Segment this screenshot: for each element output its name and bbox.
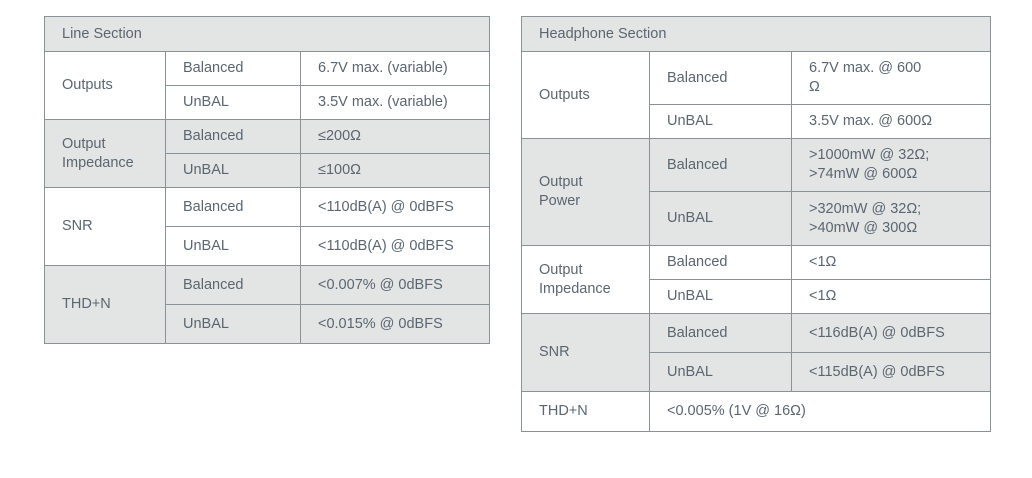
table-row: UnBAL <110dB(A) @ 0dBFS xyxy=(45,226,491,266)
table-row: UnBAL <115dB(A) @ 0dBFS xyxy=(522,352,992,392)
hp-power-unbal-value-1: >320mW @ 32Ω; xyxy=(809,200,922,217)
table-row: UnBAL <0.015% @ 0dBFS xyxy=(45,304,491,344)
line-impedance-unbal-label: UnBAL xyxy=(165,153,301,188)
hp-thd-value: <0.005% (1V @ 16Ω) xyxy=(648,391,992,432)
hp-impedance-balanced-label: Balanced xyxy=(649,245,792,280)
hp-snr-balanced-value: <116dB(A) @ 0dBFS xyxy=(790,313,992,353)
line-snr-balanced-value: <110dB(A) @ 0dBFS xyxy=(299,187,491,227)
line-section-title: Line Section xyxy=(43,16,491,52)
hp-power-unbal-value-2: >40mW @ 300Ω xyxy=(809,219,918,236)
table-row: UnBAL ≤100Ω xyxy=(45,153,491,188)
table-row: THD+N <0.005% (1V @ 16Ω) xyxy=(521,391,992,432)
line-thd-balanced-value: <0.007% @ 0dBFS xyxy=(299,265,491,305)
line-impedance-label-2: Impedance xyxy=(62,154,134,171)
headphone-section-table: Headphone Section Outputs Balanced 6.7V … xyxy=(520,16,992,432)
hp-snr-unbal-label: UnBAL xyxy=(649,352,792,392)
line-snr-balanced-label: Balanced xyxy=(165,187,301,227)
table-row: SNR Balanced <110dB(A) @ 0dBFS xyxy=(44,187,491,266)
hp-impedance-balanced-value: <1Ω xyxy=(790,245,992,280)
table-row: THD+N Balanced <0.007% @ 0dBFS xyxy=(44,265,491,344)
hp-outputs-label: Outputs xyxy=(521,51,650,139)
line-snr-unbal-label: UnBAL xyxy=(165,226,301,266)
line-impedance-label-1: Output xyxy=(62,135,106,152)
hp-power-balanced-value-2: >74mW @ 600Ω xyxy=(809,166,918,182)
line-outputs-balanced-value: 6.7V max. (variable) xyxy=(299,51,491,86)
line-section-table: Line Section Outputs Balanced 6.7V max. … xyxy=(43,16,491,344)
hp-outputs-unbal-value: 3.5V max. @ 600Ω xyxy=(790,104,992,139)
headphone-section-title: Headphone Section xyxy=(520,16,992,52)
hp-thd-label: THD+N xyxy=(521,391,650,432)
hp-power-balanced-value: >1000mW @ 32Ω; >74mW @ 600Ω xyxy=(790,138,992,192)
hp-snr-balanced-label: Balanced xyxy=(649,313,792,353)
line-section-header: Line Section xyxy=(43,16,491,52)
hp-power-unbal-value: >320mW @ 32Ω; >40mW @ 300Ω xyxy=(790,191,992,246)
line-impedance-unbal-value: ≤100Ω xyxy=(299,153,491,188)
hp-snr-label: SNR xyxy=(521,313,650,392)
table-row: Outputs Balanced 6.7V max. (variable) xyxy=(44,51,491,120)
table-row: UnBAL 3.5V max. (variable) xyxy=(45,85,491,120)
hp-impedance-unbal-value: <1Ω xyxy=(790,279,992,314)
line-outputs-unbal-value: 3.5V max. (variable) xyxy=(299,85,491,120)
hp-power-balanced-label: Balanced xyxy=(649,138,792,192)
hp-outputs-unbal-label: UnBAL xyxy=(649,104,792,139)
line-impedance-balanced-value: ≤200Ω xyxy=(299,119,491,154)
table-row: UnBAL >320mW @ 32Ω; >40mW @ 300Ω xyxy=(522,191,992,246)
hp-power-balanced-value-1: >1000mW @ 32Ω; xyxy=(809,147,930,163)
line-thd-unbal-label: UnBAL xyxy=(165,304,301,344)
hp-outputs-balanced-label: Balanced xyxy=(649,51,792,105)
line-snr-unbal-value: <110dB(A) @ 0dBFS xyxy=(299,226,491,266)
line-snr-label: SNR xyxy=(44,187,166,266)
hp-impedance-label-2: Impedance xyxy=(539,280,611,297)
hp-power-label-1: Output xyxy=(539,174,583,190)
table-row: SNR Balanced <116dB(A) @ 0dBFS xyxy=(521,313,992,392)
hp-snr-unbal-value: <115dB(A) @ 0dBFS xyxy=(790,352,992,392)
table-row: UnBAL 3.5V max. @ 600Ω xyxy=(522,104,992,139)
hp-outputs-balanced-value-2: Ω xyxy=(809,79,820,95)
headphone-section-header: Headphone Section xyxy=(520,16,992,52)
line-thd-label: THD+N xyxy=(44,265,166,344)
line-outputs-balanced-label: Balanced xyxy=(165,51,301,86)
line-outputs-label: Outputs xyxy=(44,51,166,120)
line-thd-unbal-value: <0.015% @ 0dBFS xyxy=(299,304,491,344)
hp-impedance-unbal-label: UnBAL xyxy=(649,279,792,314)
line-impedance-balanced-label: Balanced xyxy=(165,119,301,154)
hp-power-unbal-label: UnBAL xyxy=(649,191,792,246)
hp-outputs-balanced-value-1: 6.7V max. @ 600 xyxy=(809,60,922,76)
hp-power-label-2: Power xyxy=(539,193,581,209)
line-thd-balanced-label: Balanced xyxy=(165,265,301,305)
table-row: UnBAL <1Ω xyxy=(522,279,992,314)
line-outputs-unbal-label: UnBAL xyxy=(165,85,301,120)
hp-impedance-label-1: Output xyxy=(539,261,583,278)
